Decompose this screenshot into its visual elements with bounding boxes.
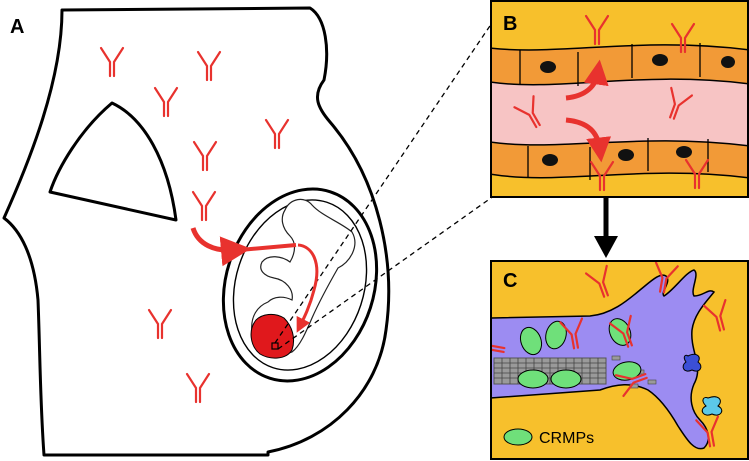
red-curved-arrow-icon [190,227,251,267]
crmp-legend: CRMPs [503,428,594,447]
red-curved-arrow-icon [296,243,319,333]
crmp-proteins [517,318,642,389]
panel-c-label: C [503,270,517,292]
crmp-icon [517,369,549,389]
down-arrow-icon [594,198,618,258]
endothelial-layer-bottom [492,138,747,180]
red-curved-arrow-icon [239,243,297,252]
crmp-icon [550,369,582,389]
panel-c: CRMPs C [490,260,749,460]
receptor-icon [701,396,723,416]
vessel-lumen [492,79,747,146]
red-curved-arrow-icon [565,117,612,163]
panel-a: A [2,6,499,457]
crmp-icon [503,428,533,446]
panel-b: B [490,0,749,198]
endothelial-layer-top [492,43,747,86]
panel-a-label: A [10,16,24,38]
maternal-arm [48,101,178,222]
fetal-brain [250,313,295,359]
panel-b-label: B [503,13,517,35]
receptor-icon [682,353,702,372]
zoom-line-top [274,13,499,344]
crmp-legend-label: CRMPs [539,430,594,447]
crmp-icon [519,326,543,356]
red-curved-arrow-icon [565,59,609,101]
